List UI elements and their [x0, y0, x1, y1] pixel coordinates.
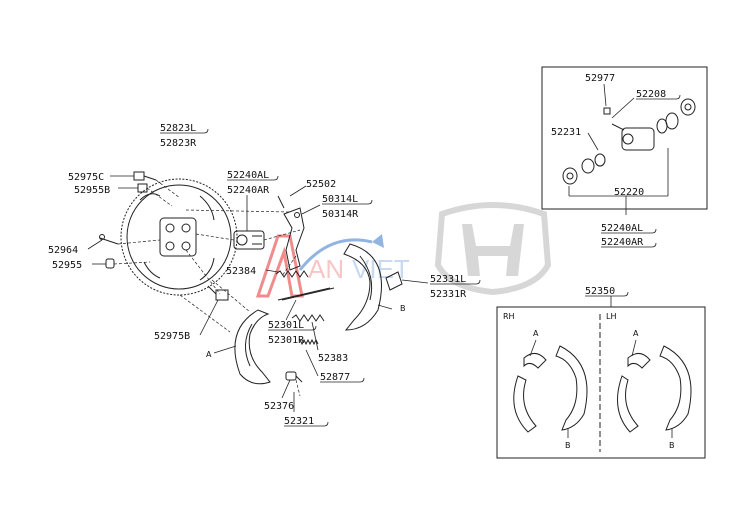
bolt-52975b: [207, 285, 229, 301]
label-52823l: 52823L: [160, 123, 196, 134]
anviet-logo-icon: AN VIET: [255, 234, 410, 298]
bleeder-52964: [99, 234, 119, 245]
watermark: AN VIET: [255, 202, 552, 298]
callout-shoe-b: B: [400, 304, 406, 313]
label-52975b: 52975B: [154, 331, 190, 342]
label-52240al-right: 52240AL: [601, 223, 643, 234]
brake-shoe-b: [343, 243, 382, 331]
label-52208: 52208: [636, 89, 666, 100]
spring-52877: [299, 338, 319, 346]
exploded-lines: [113, 179, 301, 397]
spring-52384: [275, 270, 309, 278]
label-52823r: 52823R: [160, 138, 197, 149]
callout-lh-a: A: [633, 329, 639, 338]
shoe-set-box: [496, 296, 706, 459]
callout-shoe-a: A: [206, 350, 212, 359]
label-52220: 52220: [614, 187, 644, 198]
callout-rh-b: B: [565, 441, 571, 450]
label-rh: RH: [503, 312, 515, 321]
pin-spring-52376: [285, 371, 303, 383]
label-52975c: 52975C: [68, 172, 104, 183]
leaders-left: [87, 175, 429, 412]
retainer-52331: [385, 271, 403, 291]
label-52240ar-left: 52240AR: [227, 185, 270, 196]
label-50314r: 50314R: [322, 209, 359, 220]
label-underlines: [160, 94, 681, 427]
wheel-cylinder-kit-box: [541, 66, 708, 215]
label-lh: LH: [606, 312, 616, 321]
pin-52502: [277, 195, 285, 209]
cap-52955: [105, 258, 115, 269]
svg-text:AN: AN: [308, 254, 344, 284]
bolt-52975c: [133, 171, 157, 181]
label-52231: 52231: [551, 127, 581, 138]
callout-rh-a: A: [533, 329, 539, 338]
callout-lh-b: B: [669, 441, 675, 450]
label-52955: 52955: [52, 260, 82, 271]
part-labels: 52823L 52823R 52975C 52955B 52964 52955 …: [48, 73, 666, 427]
label-52955b: 52955B: [74, 185, 110, 196]
label-52321: 52321: [284, 416, 314, 427]
label-52240ar-right: 52240AR: [601, 237, 644, 248]
parking-lever: [283, 207, 305, 271]
label-52977: 52977: [585, 73, 615, 84]
label-52331l: 52331L: [430, 274, 466, 285]
spring-52383: [291, 314, 325, 322]
nut-52955b: [137, 183, 148, 193]
label-52376: 52376: [264, 401, 294, 412]
adjuster-52301: [277, 287, 335, 301]
backing-plate: [120, 178, 238, 296]
label-52301r: 52301R: [268, 335, 305, 346]
brake-shoe-a: [234, 309, 271, 385]
label-52301l: 52301L: [268, 320, 304, 331]
label-52331r: 52331R: [430, 289, 467, 300]
label-52964: 52964: [48, 245, 78, 256]
label-52502: 52502: [306, 179, 336, 190]
label-52240al-left: 52240AL: [227, 170, 269, 181]
label-52350: 52350: [585, 286, 615, 297]
label-52383: 52383: [318, 353, 348, 364]
callout-labels: A B RH LH A B A B: [206, 304, 675, 450]
wheel-cylinder-left: [233, 230, 265, 250]
label-50314l: 50314L: [322, 194, 358, 205]
label-52877: 52877: [320, 372, 350, 383]
honda-logo-icon: [434, 202, 552, 296]
label-52384: 52384: [226, 266, 256, 277]
